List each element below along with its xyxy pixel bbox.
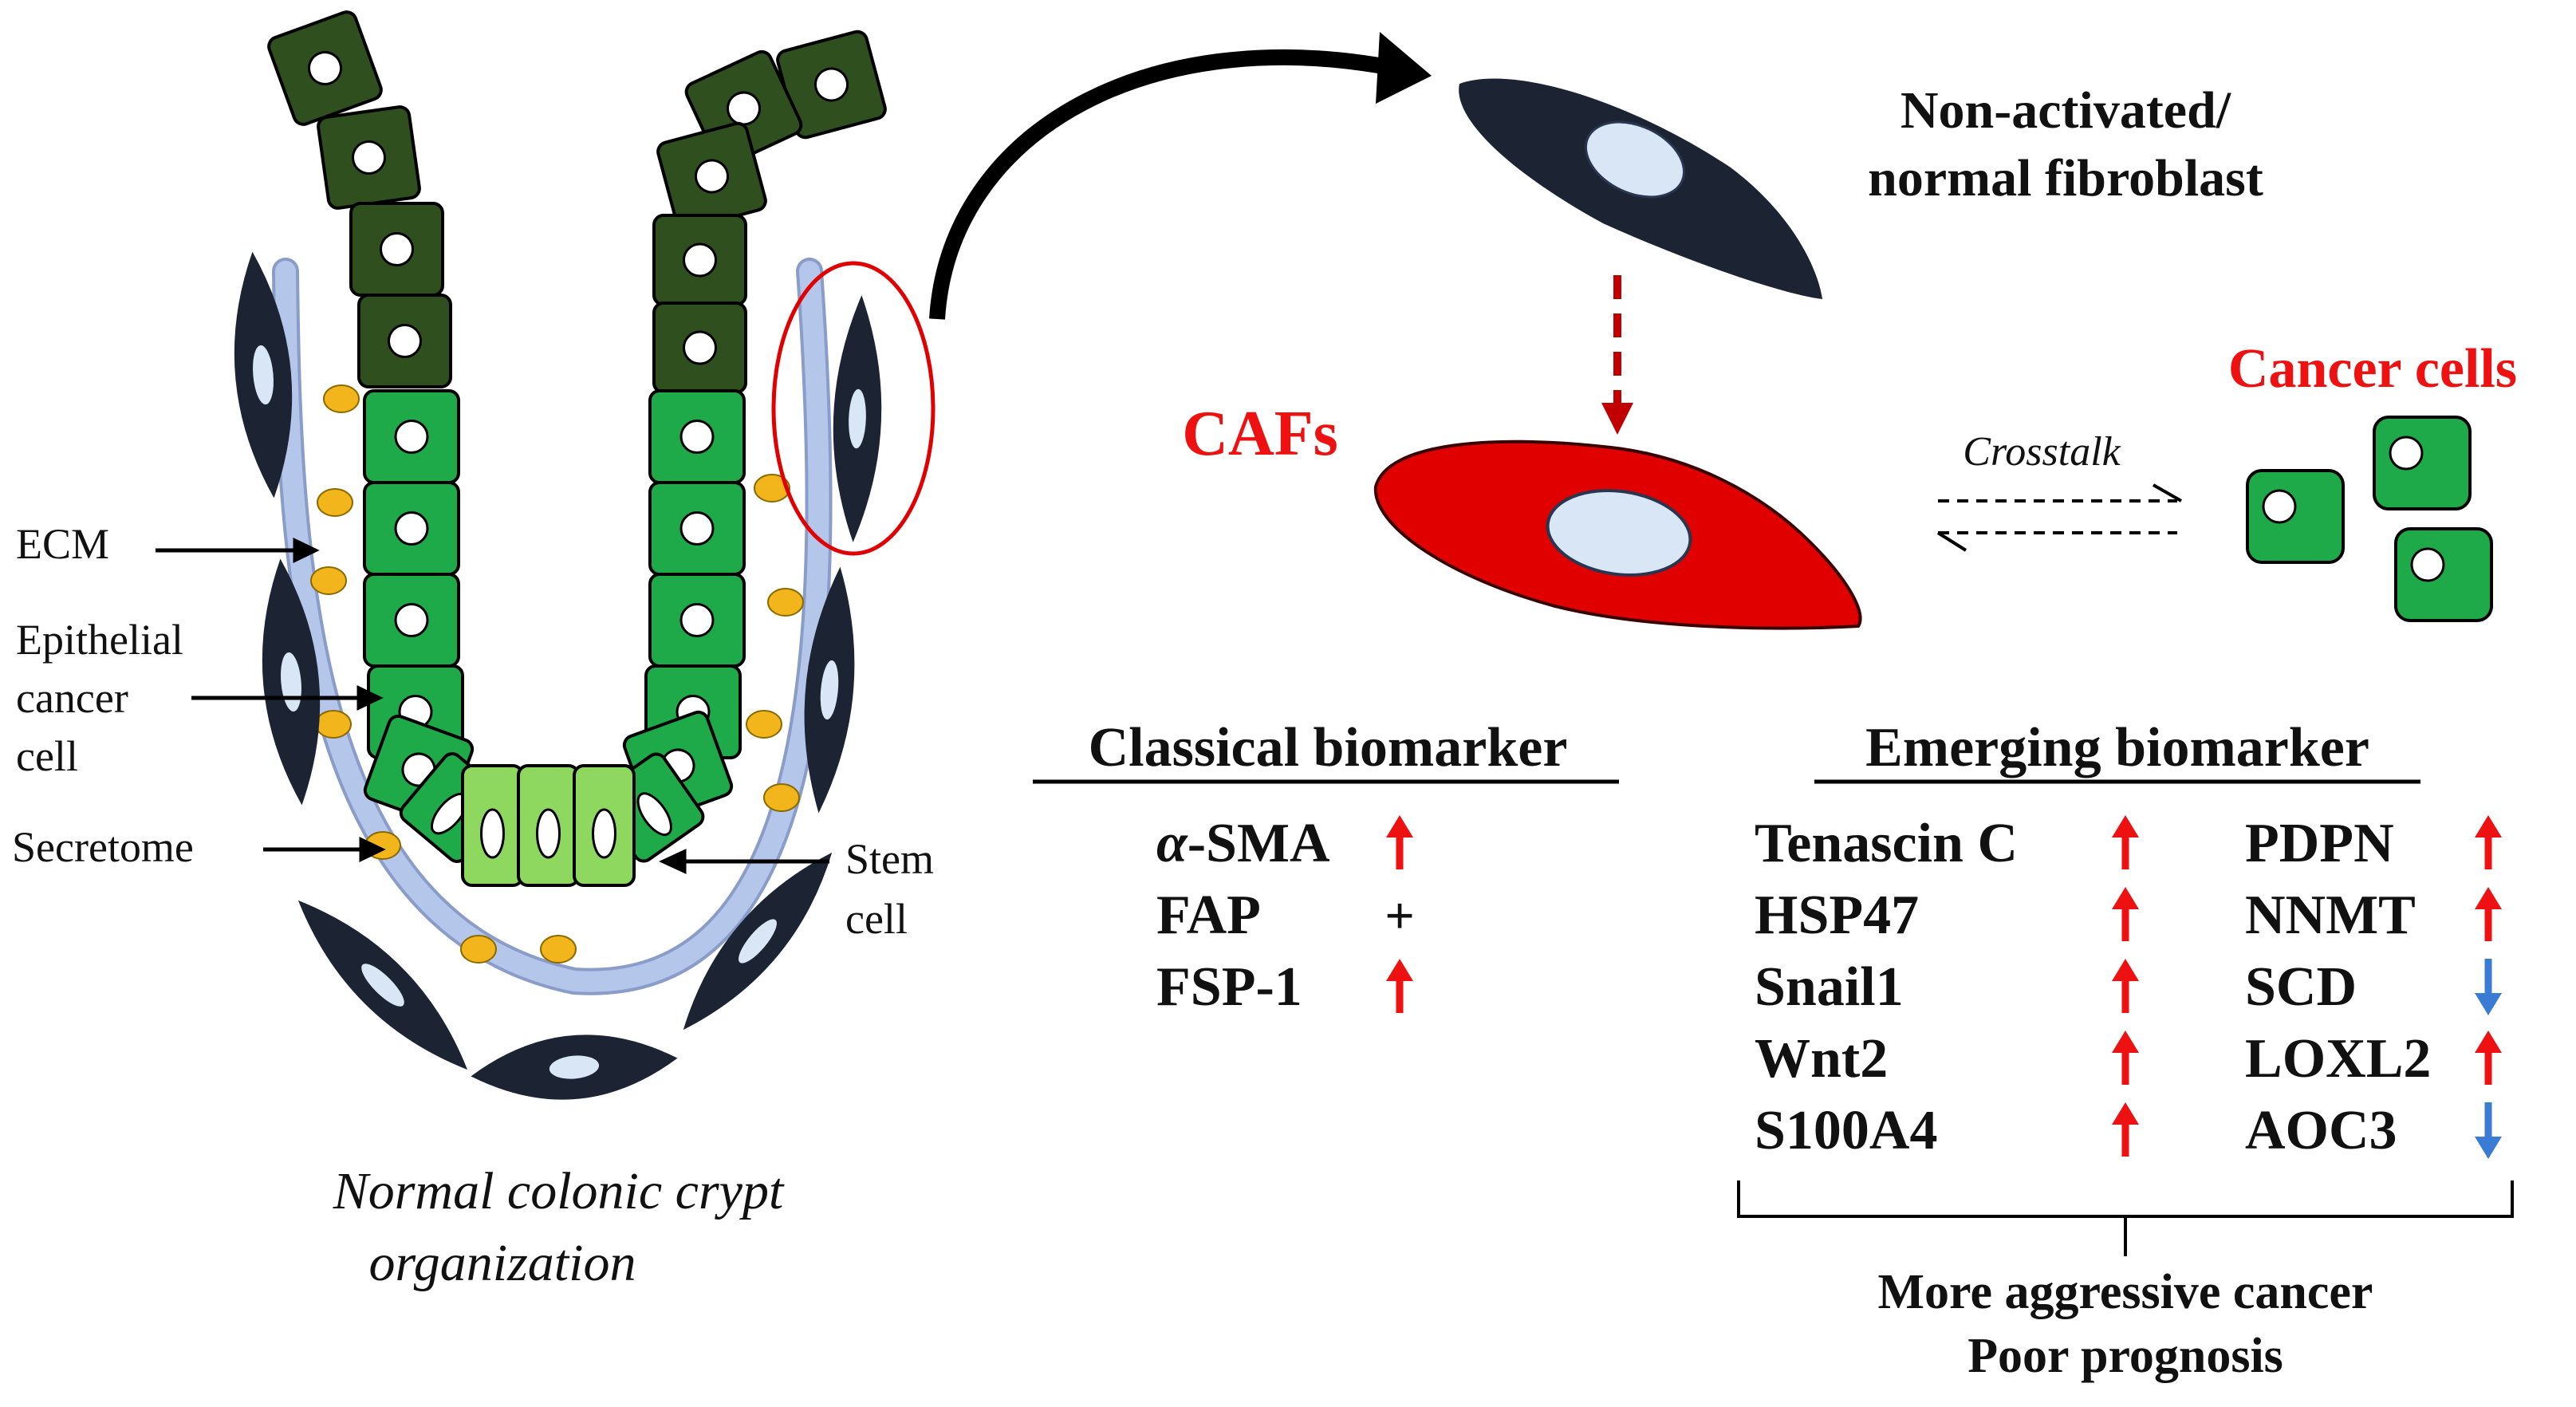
cancer-cells-label: Cancer cells (2228, 338, 2517, 400)
emerging-biomarker-name: SCD (2245, 956, 2357, 1018)
crosstalk-arrows (1936, 483, 2182, 552)
epithelial-cancer-cell (648, 481, 746, 576)
secretome-dot (767, 588, 804, 617)
crypt-caption-1: Normal colonic crypt (333, 1162, 785, 1220)
cancer-cell (2246, 469, 2345, 564)
ecm-label: ECM (16, 520, 109, 568)
caf-label: CAFs (1182, 399, 1338, 469)
epithelial-cancer-cell (648, 389, 746, 484)
secretome-dot (315, 710, 352, 739)
curved-arrow (929, 49, 1414, 320)
emerging-biomarker-name: S100A4 (1755, 1100, 1937, 1161)
outcome-line-2: Poor prognosis (1967, 1329, 2283, 1383)
up-arrow-icon (1386, 815, 1413, 869)
stem-cell-label-1: Stem (845, 835, 934, 883)
secretome-dot (763, 783, 800, 812)
up-arrow-icon (2475, 1031, 2502, 1085)
stem-cell-label-2: cell (845, 895, 908, 943)
epithelial-cancer-cell (363, 481, 460, 576)
crypt-caption-2: organization (369, 1234, 636, 1292)
outcome-bracket (1737, 1180, 2514, 1256)
secretome-dot (310, 566, 347, 595)
emerging-biomarker-name: HSP47 (1755, 885, 1919, 946)
stem-cell (461, 764, 524, 887)
highlight-circle (771, 261, 935, 556)
up-arrow-icon (2475, 887, 2502, 941)
epithelial-label-1: Epithelial (16, 616, 183, 664)
dark-epithelial-cell (652, 214, 747, 306)
up-arrow-icon (2112, 815, 2139, 869)
caf-cell (1373, 439, 1862, 630)
fibroblast-cell (471, 1035, 678, 1100)
cancer-cell (2394, 527, 2493, 622)
classical-biomarker-name: FSP-1 (1156, 956, 1302, 1018)
fibroblast-cell (297, 900, 468, 1070)
curved-arrow-head (1376, 32, 1432, 104)
secretome-label: Secretome (12, 823, 194, 871)
classical-biomarker-name: FAP (1156, 885, 1261, 946)
dark-epithelial-cell (357, 294, 452, 388)
secretome-dot (754, 474, 790, 503)
down-arrow-icon (2475, 1102, 2502, 1159)
down-arrow-icon (2475, 959, 2502, 1015)
up-arrow-icon (2112, 1102, 2139, 1157)
epithelial-cancer-cell (363, 389, 460, 484)
emerging-biomarker-name: Snail1 (1755, 956, 1904, 1018)
ecm-band-inner (275, 261, 829, 992)
dark-epithelial-cell (652, 302, 747, 394)
epithelial-cancer-cell (648, 573, 746, 668)
classical-title: Classical biomarker (1089, 717, 1568, 778)
epithelial-cancer-cell (363, 573, 460, 668)
dark-epithelial-cell (317, 105, 421, 210)
fibroblast-label-1: Non-activated/ (1900, 81, 2232, 140)
activation-arrow-head (1601, 403, 1633, 435)
emerging-biomarker-name: Tenascin C (1755, 813, 2018, 874)
outcome-line-1: More aggressive cancer (1878, 1265, 2373, 1319)
fibroblast-cell (833, 295, 882, 542)
secretome-dot (746, 710, 782, 739)
up-arrow-icon (2475, 815, 2502, 869)
fibroblast-cell (683, 852, 833, 1031)
colonic-crypt (267, 10, 887, 995)
plus-mark: + (1385, 887, 1415, 945)
secretome-dot (540, 935, 577, 964)
fibroblast-cell (804, 566, 855, 814)
secretome-dot (460, 935, 497, 964)
dark-epithelial-cell (267, 10, 383, 126)
cancer-cell (2373, 416, 2472, 510)
emerging-biomarker-name: PDPN (2245, 813, 2394, 874)
stem-cell (573, 764, 636, 887)
up-arrow-icon (1386, 959, 1413, 1013)
cancer-cells (2246, 416, 2493, 622)
fibroblast-label-2: normal fibroblast (1868, 149, 2263, 207)
crypt-pointers (156, 538, 829, 874)
emerging-biomarker-name: LOXL2 (2245, 1028, 2431, 1090)
fibroblast-cell (234, 251, 293, 499)
emerging-biomarker-name: Wnt2 (1755, 1028, 1888, 1090)
stem-cell (517, 764, 580, 887)
dark-epithelial-cell (349, 202, 444, 297)
up-arrow-icon (2112, 1031, 2139, 1085)
crosstalk-label: Crosstalk (1963, 429, 2121, 475)
crypt-fibroblasts (234, 251, 882, 1100)
secretome-dot (323, 384, 360, 413)
emerging-title: Emerging biomarker (1865, 717, 2369, 778)
epithelial-label-3: cell (16, 732, 78, 780)
classical-biomarker-list: α-SMA FAP + FSP-1 (1156, 813, 1415, 1018)
normal-fibroblast (1459, 78, 1822, 300)
emerging-biomarker-name: NNMT (2245, 885, 2416, 946)
classical-biomarker-name: α-SMA (1156, 813, 1330, 874)
epithelial-label-2: cancer (16, 674, 128, 722)
up-arrow-icon (2112, 887, 2139, 941)
emerging-biomarker-name: AOC3 (2245, 1100, 2397, 1161)
secretome-dot (317, 488, 353, 517)
up-arrow-icon (2112, 959, 2139, 1013)
